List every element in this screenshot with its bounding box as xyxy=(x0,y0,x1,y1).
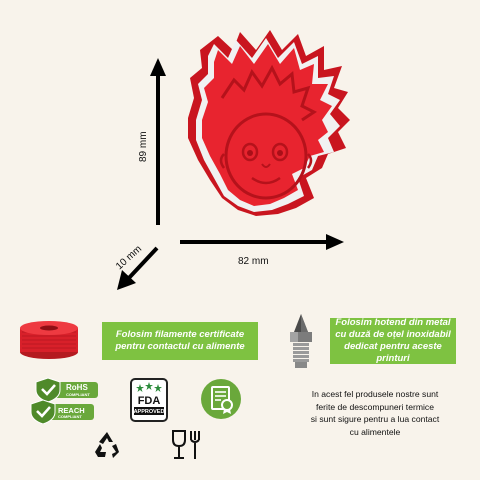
cookie-cutter-image xyxy=(188,30,350,216)
dimension-arrows xyxy=(117,58,344,290)
safety-info-text: In acest fel produsele nostre sunt ferit… xyxy=(290,388,460,438)
info-line-2: ferite de descompuneri termice xyxy=(316,401,434,412)
hotend-feature-text: Folosim hotend din metal cu duză de oțel… xyxy=(335,317,451,364)
rohs-title: RoHS xyxy=(66,383,88,392)
filament-spool-image xyxy=(20,321,78,359)
rohs-sub: COMPLIANT xyxy=(66,392,90,397)
hotend-nozzle-image xyxy=(290,314,312,368)
filament-feature-box: Folosim filamente certificate pentru con… xyxy=(102,322,258,360)
info-line-1: In acest fel produsele nostre sunt xyxy=(311,389,439,399)
width-label: 82 mm xyxy=(238,256,269,267)
fda-approved-badge: FDA APPROVED xyxy=(130,378,168,422)
rohs-reach-badges: RoHS COMPLIANT REACH COMPLIANT xyxy=(30,377,98,424)
filament-feature-text: Folosim filamente certificate pentru con… xyxy=(115,329,245,352)
reach-title: REACH xyxy=(58,406,85,415)
info-line-3: si sunt sigure pentru a lua contact xyxy=(310,414,440,424)
food-safe-icon xyxy=(172,430,200,459)
info-line-4: cu alimentele xyxy=(349,426,401,437)
fda-sub: APPROVED xyxy=(134,409,165,415)
recycle-icon xyxy=(95,432,119,458)
fda-title: FDA xyxy=(138,395,161,407)
height-label: 89 mm xyxy=(138,131,149,162)
reach-sub: COMPLIANT xyxy=(58,414,82,419)
hotend-feature-box: Folosim hotend din metal cu duză de oțel… xyxy=(330,317,456,364)
certificate-icon xyxy=(201,379,241,419)
